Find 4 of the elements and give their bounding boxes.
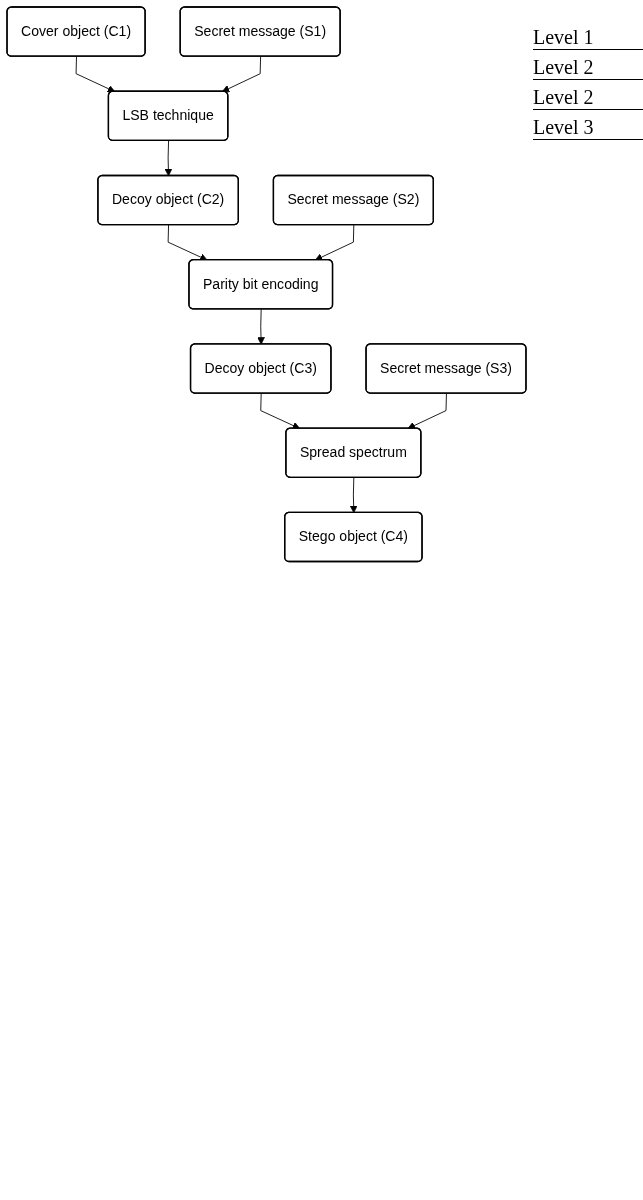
level-label: Level 2 — [533, 86, 643, 110]
level-label: Level 1 — [533, 26, 643, 50]
level-label: Level 3 — [533, 116, 643, 140]
level-label: Level 2 — [533, 56, 643, 80]
